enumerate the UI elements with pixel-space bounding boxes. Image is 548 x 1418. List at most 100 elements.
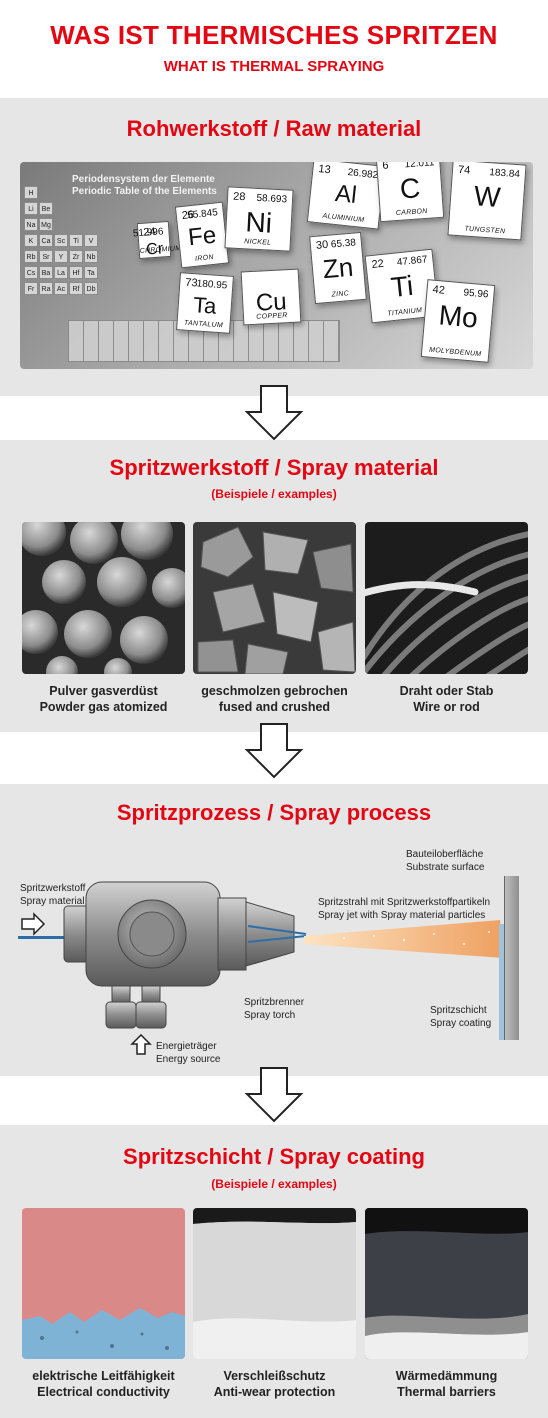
fused-crushed-image — [193, 522, 356, 674]
periodic-cell: V — [84, 234, 98, 247]
element-number: 42 — [432, 283, 446, 297]
crushed-caption: geschmolzen gebrochen fused and crushed — [187, 683, 362, 715]
element-number: 74 — [457, 163, 471, 177]
spray-coating-label-de: Spritzschicht — [430, 1005, 487, 1016]
powder-spheres-icon — [22, 522, 185, 674]
powder-caption: Pulver gasverdüst Powder gas atomized — [22, 683, 185, 715]
spray-coating-label-en: Spray coating — [430, 1018, 492, 1029]
wire-caption: Draht oder Stab Wire or rod — [365, 683, 528, 715]
substrate-label-de: Bauteiloberfläche — [406, 849, 484, 860]
wire-coil-icon — [365, 531, 528, 674]
periodic-table-heading-en: Periodic Table of the Elements — [72, 186, 217, 197]
conductivity-caption: elektrische Leitfähigkeit Electrical con… — [14, 1368, 193, 1400]
thermal-barrier-caption-en: Thermal barriers — [397, 1385, 496, 1399]
element-name: ZINC — [331, 290, 350, 299]
element-symbol: C — [398, 172, 422, 205]
periodic-cell: Rf — [69, 282, 83, 295]
spray-torch-label-de: Spritzbrenner — [244, 997, 305, 1008]
periodic-cell: Ac — [54, 282, 68, 295]
element-symbol: Ni — [244, 206, 273, 239]
element-mass: 183.84 — [488, 167, 521, 181]
crushed-particles-icon — [197, 526, 356, 674]
periodic-cell: Fr — [24, 282, 38, 295]
periodic-cell: Ba — [39, 266, 53, 279]
spray-coating-title: Spritzschicht / Spray coating — [123, 1144, 425, 1169]
element-symbol: Mo — [437, 299, 480, 334]
conductivity-caption-en: Electrical conductivity — [37, 1385, 170, 1399]
spray-material-title: Spritzwerkstoff / Spray material — [109, 455, 439, 480]
element-name: CARBON — [395, 207, 428, 218]
crushed-caption-de: geschmolzen gebrochen — [201, 684, 348, 698]
spray-material-subtitle: (Beispiele / examples) — [211, 487, 337, 501]
element-name: TANTALUM — [183, 319, 224, 330]
element-mass: 180.95 — [196, 278, 228, 292]
anti-wear-caption-de: Verschleißschutz — [223, 1369, 326, 1383]
thermal-barrier-image — [365, 1208, 528, 1359]
wire-caption-de: Draht oder Stab — [399, 684, 494, 698]
energy-source-label-en: Energy source — [156, 1054, 221, 1065]
conductivity-caption-de: elektrische Leitfähigkeit — [32, 1369, 175, 1383]
conductivity-micrograph-icon — [22, 1308, 185, 1359]
periodic-cell: Db — [84, 282, 98, 295]
element-name: TUNGSTEN — [464, 225, 506, 236]
anti-wear-caption: Verschleißschutz Anti-wear protection — [190, 1368, 359, 1400]
spray-jet-label: Spritzstrahl mit Spritzwerkstoffpartikel… — [318, 896, 490, 922]
substrate-label: Bauteiloberfläche Substrate surface — [406, 848, 484, 874]
periodic-cell: Be — [39, 202, 53, 215]
periodic-cell: Ti — [69, 234, 83, 247]
periodic-cell: Li — [24, 202, 38, 215]
raw-material-title: Rohwerkstoff / Raw material — [126, 116, 422, 141]
element-number: 28 — [232, 190, 246, 204]
thermal-barrier-micrograph-icon — [365, 1208, 528, 1359]
substrate-label-en: Substrate surface — [406, 862, 485, 873]
thermal-barrier-caption: Wärmedämmung Thermal barriers — [365, 1368, 528, 1400]
element-mass: 26.982 — [347, 167, 379, 182]
element-symbol: Fe — [186, 221, 218, 252]
crushed-caption-en: fused and crushed — [218, 700, 331, 714]
spray-coating-label: Spritzschicht Spray coating — [430, 1004, 491, 1030]
element-number: 30 — [315, 238, 329, 252]
anti-wear-image — [193, 1208, 356, 1359]
spray-torch-label-en: Spray torch — [244, 1010, 296, 1021]
element-symbol: Zn — [321, 251, 355, 285]
spray-jet-label-de: Spritzstrahl mit Spritzwerkstoffpartikel… — [318, 897, 491, 908]
feed-line — [18, 936, 78, 939]
up-arrow-icon — [130, 1034, 152, 1055]
anti-wear-micrograph-icon — [193, 1208, 356, 1359]
periodic-cell: Ra — [39, 282, 53, 295]
element-mass: 55.845 — [186, 207, 219, 222]
spray-process-title: Spritzprozess / Spray process — [116, 800, 432, 825]
element-mass: 51.996 — [132, 226, 164, 240]
periodic-table-heading: Periodensystem der Elemente Periodic Tab… — [72, 174, 217, 198]
thermal-barrier-caption-de: Wärmedämmung — [395, 1369, 498, 1383]
electrical-conductivity-image — [22, 1208, 185, 1359]
right-arrow-icon — [21, 912, 46, 936]
element-number: 13 — [317, 163, 332, 177]
powder-gas-atomized-image — [22, 522, 185, 674]
wire-caption-en: Wire or rod — [413, 700, 480, 714]
periodic-cell: Sc — [54, 234, 68, 247]
wire-rod-image — [365, 522, 528, 674]
periodic-cell: Ta — [84, 266, 98, 279]
element-number: 22 — [371, 257, 385, 272]
periodic-table-image: Periodensystem der Elemente Periodic Tab… — [20, 162, 533, 369]
element-symbol: Al — [333, 179, 358, 210]
periodic-cell: Hf — [69, 266, 83, 279]
element-mass: 47.867 — [396, 254, 428, 269]
main-subtitle: WHAT IS THERMAL SPRAYING — [163, 58, 385, 75]
periodic-table-heading-de: Periodensystem der Elemente — [72, 174, 215, 185]
powder-caption-de: Pulver gasverdüst — [49, 684, 158, 698]
energy-source-label: Energieträger Energy source — [156, 1040, 220, 1066]
element-mass: 58.693 — [256, 192, 288, 206]
element-symbol: Ta — [192, 292, 218, 319]
substrate-wall — [504, 876, 519, 1040]
element-name: IRON — [194, 253, 215, 263]
spray-jet — [304, 920, 504, 958]
element-mass: 12.011 — [404, 162, 435, 171]
main-title: WAS IST THERMISCHES SPRITZEN — [50, 20, 498, 50]
